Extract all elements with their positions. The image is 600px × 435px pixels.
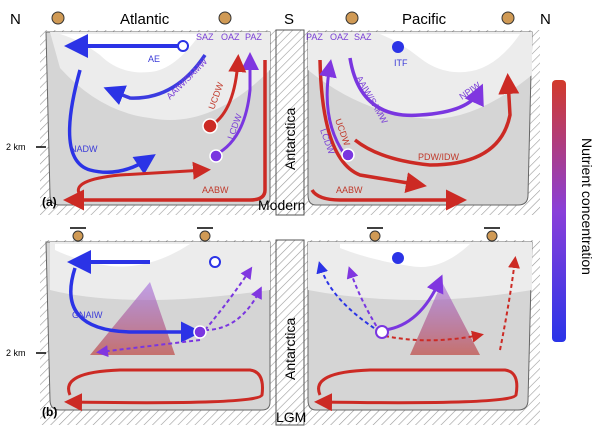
label-aabw-atl: AABW	[202, 185, 229, 195]
atlantic-glacial-symbol-icon	[193, 325, 207, 339]
antarctica-block-b	[275, 239, 305, 426]
depth-label-a: 2 km	[6, 142, 26, 152]
atlantic-glacial-deep-loop	[64, 368, 264, 412]
lgm-pac-south-icon	[369, 230, 381, 242]
pacific-lcdw-symbol-icon	[341, 148, 355, 162]
pacific-dashed-1	[316, 261, 381, 333]
pacific-plume	[410, 282, 480, 355]
atlantic-dashed-1	[204, 266, 253, 331]
lcdw-flow-arrow	[214, 52, 259, 157]
atlantic-glacial-surface-icon	[209, 256, 221, 268]
pacific-ucdw-flow-arrow	[318, 59, 427, 194]
aaiw-flow-arrow	[103, 54, 207, 105]
label-paz-atl: PAZ	[245, 32, 262, 42]
atlantic-plume	[90, 282, 175, 355]
atlantic-south-symbol-icon	[218, 11, 232, 25]
pacific-dashed-4	[499, 256, 520, 351]
lgm-atl-north-icon	[72, 230, 84, 242]
aabw-flow-arrow	[63, 60, 267, 211]
label-saz-pac: SAZ	[354, 32, 372, 42]
label-nadw: NADW	[70, 144, 98, 154]
pacific-lcdw-flow-arrow	[319, 59, 347, 156]
nutrient-legend: Nutrient concentration	[552, 80, 595, 342]
lcdw-symbol-icon	[209, 149, 223, 163]
pacific-ice-b	[340, 244, 470, 268]
label-pdw: PDW/IDW	[418, 152, 459, 162]
panel-a-tag: (a)	[42, 195, 57, 209]
pacific-north-symbol-icon	[501, 11, 515, 25]
pacific-aabw-flow-arrow	[310, 188, 467, 211]
label-gnaiw: GNAIW	[72, 310, 103, 320]
gnaiw-flow-arrow	[69, 267, 202, 343]
ucdw-symbol-icon	[202, 118, 218, 134]
itf-symbol-icon	[392, 41, 404, 53]
panel-b-tag: (b)	[42, 405, 57, 419]
pacific-ice-a	[380, 34, 520, 73]
pole-n-left: N	[10, 11, 21, 28]
atlantic-title: Atlantic	[120, 11, 170, 28]
pole-s: S	[284, 11, 294, 28]
legend-label: Nutrient concentration	[579, 138, 595, 275]
pacific-glacial-deep-loop	[314, 368, 519, 412]
atlantic-north-symbol-icon	[51, 11, 65, 25]
label-oaz-atl: OAZ	[221, 32, 240, 42]
lgm-atl-south-icon	[199, 230, 211, 242]
era-modern: Modern	[258, 197, 305, 213]
antarctica-label-b: Antarctica	[282, 318, 298, 380]
pacific-surface-b	[308, 242, 532, 300]
pacific-south-symbol-icon	[345, 11, 359, 25]
panel-a: N Atlantic S Pacific N Antarctica 2 km (…	[6, 11, 551, 216]
label-paz-pac: PAZ	[306, 32, 323, 42]
atlantic-dashed-2	[204, 286, 262, 331]
antarctica-label-a: Antarctica	[282, 108, 298, 170]
label-oaz-pac: OAZ	[330, 32, 349, 42]
pacific-dashed-2	[346, 266, 381, 333]
ae-symbol-icon	[177, 40, 189, 52]
deep-return-flow-arrow	[76, 161, 211, 196]
atlantic-dashed-3	[96, 339, 201, 358]
nadw-flow-arrow	[67, 69, 156, 175]
pole-n-right: N	[540, 11, 551, 28]
pacific-aaiw-flow-arrow	[348, 57, 484, 118]
lgm-pac-north-icon	[486, 230, 498, 242]
pdw-flow-arrow	[353, 73, 520, 167]
label-saz-atl: SAZ	[196, 32, 214, 42]
label-ae: AE	[148, 54, 160, 64]
pacific-upwelling-arrow	[384, 274, 444, 332]
panel-b: Antarctica 2 km (b) LGM GNAIW	[6, 227, 540, 426]
depth-label-b: 2 km	[6, 348, 26, 358]
legend-color-bar	[552, 80, 566, 342]
era-lgm: LGM	[276, 409, 306, 425]
pacific-glacial-symbol-icon	[375, 325, 389, 339]
pacific-title: Pacific	[402, 11, 447, 28]
label-aabw-pac: AABW	[336, 185, 363, 195]
label-itf: ITF	[394, 58, 408, 68]
atlantic-ice-a	[60, 34, 200, 73]
antarctica-block-a	[275, 29, 305, 216]
pacific-dashed-3	[384, 330, 484, 343]
pacific-glacial-surface-icon	[392, 252, 404, 264]
